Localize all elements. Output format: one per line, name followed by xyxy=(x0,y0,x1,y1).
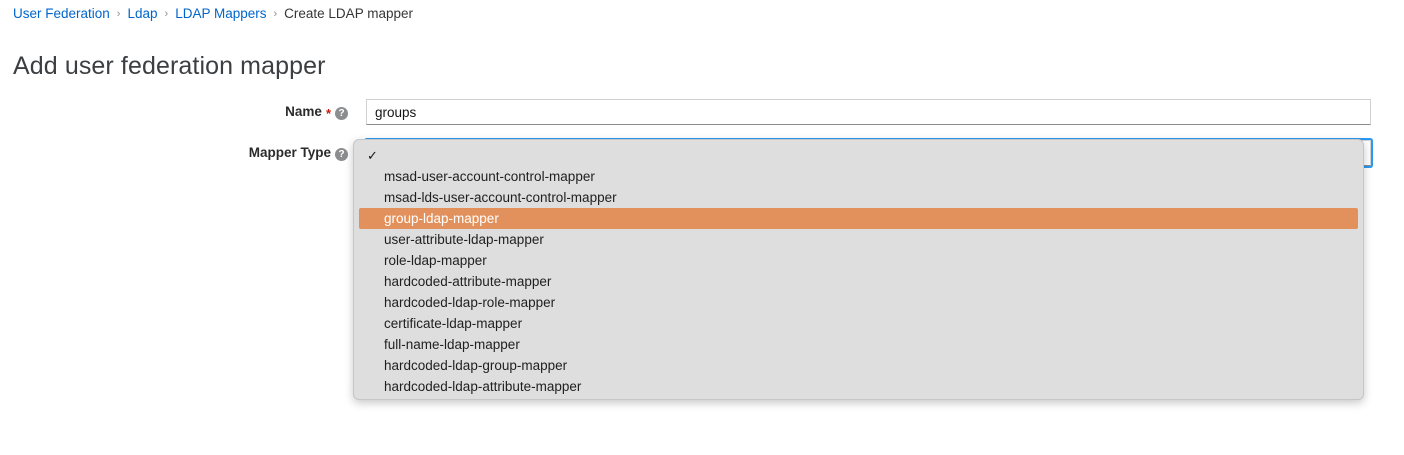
required-marker-icon: * xyxy=(325,105,331,121)
dropdown-option-blank[interactable]: ✓ xyxy=(359,145,1358,166)
mapper-type-label-text: Mapper Type xyxy=(248,145,331,160)
dropdown-option-hardcoded-ldap-group-mapper[interactable]: hardcoded-ldap-group-mapper xyxy=(384,358,568,373)
breadcrumb-item-user-federation[interactable]: User Federation xyxy=(13,6,110,21)
dropdown-option-group-ldap-mapper[interactable]: group-ldap-mapper xyxy=(359,208,1358,229)
name-input[interactable] xyxy=(366,99,1371,125)
mapper-type-dropdown-list[interactable]: ✓ msad-user-account-control-mapper msad-… xyxy=(353,139,1364,400)
form-row-name: Name * ? xyxy=(0,99,1404,129)
breadcrumb: User Federation › Ldap › LDAP Mappers › … xyxy=(13,5,413,23)
check-icon: ✓ xyxy=(367,148,378,163)
name-field-label: Name * ? xyxy=(0,99,348,125)
breadcrumb-item-ldap[interactable]: Ldap xyxy=(127,6,158,21)
breadcrumb-separator-icon: › xyxy=(273,8,278,20)
help-icon[interactable]: ? xyxy=(335,147,348,161)
help-icon[interactable]: ? xyxy=(335,106,348,120)
dropdown-option-full-name-ldap-mapper[interactable]: full-name-ldap-mapper xyxy=(384,337,520,352)
dropdown-option-hardcoded-attribute-mapper[interactable]: hardcoded-attribute-mapper xyxy=(384,274,552,289)
dropdown-option-msad-user-account-control-mapper[interactable]: msad-user-account-control-mapper xyxy=(384,169,595,184)
dropdown-option-hardcoded-ldap-role-mapper[interactable]: hardcoded-ldap-role-mapper xyxy=(384,295,556,310)
mapper-type-field-label: Mapper Type ? xyxy=(0,140,348,166)
breadcrumb-item-create-ldap-mapper: Create LDAP mapper xyxy=(284,6,413,21)
dropdown-option-certificate-ldap-mapper[interactable]: certificate-ldap-mapper xyxy=(384,316,523,331)
breadcrumb-separator-icon: › xyxy=(164,8,169,20)
dropdown-option-role-ldap-mapper[interactable]: role-ldap-mapper xyxy=(384,253,487,268)
page-title: Add user federation mapper xyxy=(13,52,326,80)
name-label-text: Name xyxy=(285,104,322,119)
dropdown-option-user-attribute-ldap-mapper[interactable]: user-attribute-ldap-mapper xyxy=(384,232,544,247)
dropdown-option-msad-lds-user-account-control-mapper[interactable]: msad-lds-user-account-control-mapper xyxy=(384,190,617,205)
breadcrumb-separator-icon: › xyxy=(116,8,121,20)
breadcrumb-item-ldap-mappers[interactable]: LDAP Mappers xyxy=(175,6,267,21)
dropdown-option-hardcoded-ldap-attribute-mapper[interactable]: hardcoded-ldap-attribute-mapper xyxy=(384,379,582,394)
